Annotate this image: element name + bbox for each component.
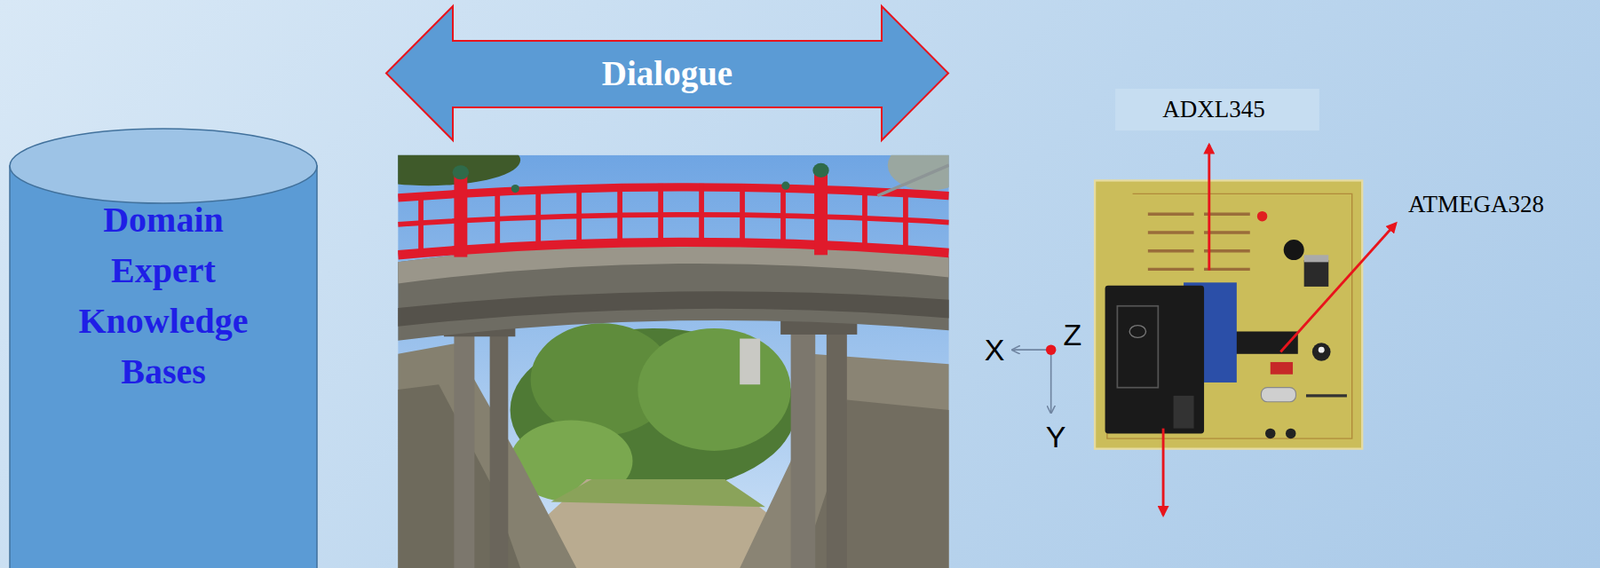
axis-label: Z — [1063, 317, 1083, 353]
node-text: Dialogue — [490, 53, 846, 95]
node-outline — [8, 127, 318, 568]
bridge-photo — [397, 155, 950, 568]
axis-label: Y — [1045, 419, 1067, 455]
node-text: Domain Expert Knowledge Bases — [56, 194, 270, 397]
axis-label: X — [984, 332, 1006, 368]
cylinder-body — [9, 166, 317, 568]
circuit-board-photo — [1094, 180, 1363, 449]
axis-symbol — [1013, 344, 1056, 412]
double-arrow-shape — [386, 6, 949, 141]
label-patch — [1115, 88, 1320, 131]
database-cylinder: Domain Expert Knowledge Bases — [8, 127, 318, 568]
part-label: ATMEGA328 — [1408, 190, 1545, 219]
cylinder-top — [9, 128, 317, 204]
part-label: ADXL345 — [1162, 95, 1266, 124]
leader-arrow — [1163, 144, 1396, 515]
dialogue-arrow: Dialogue — [385, 5, 950, 142]
